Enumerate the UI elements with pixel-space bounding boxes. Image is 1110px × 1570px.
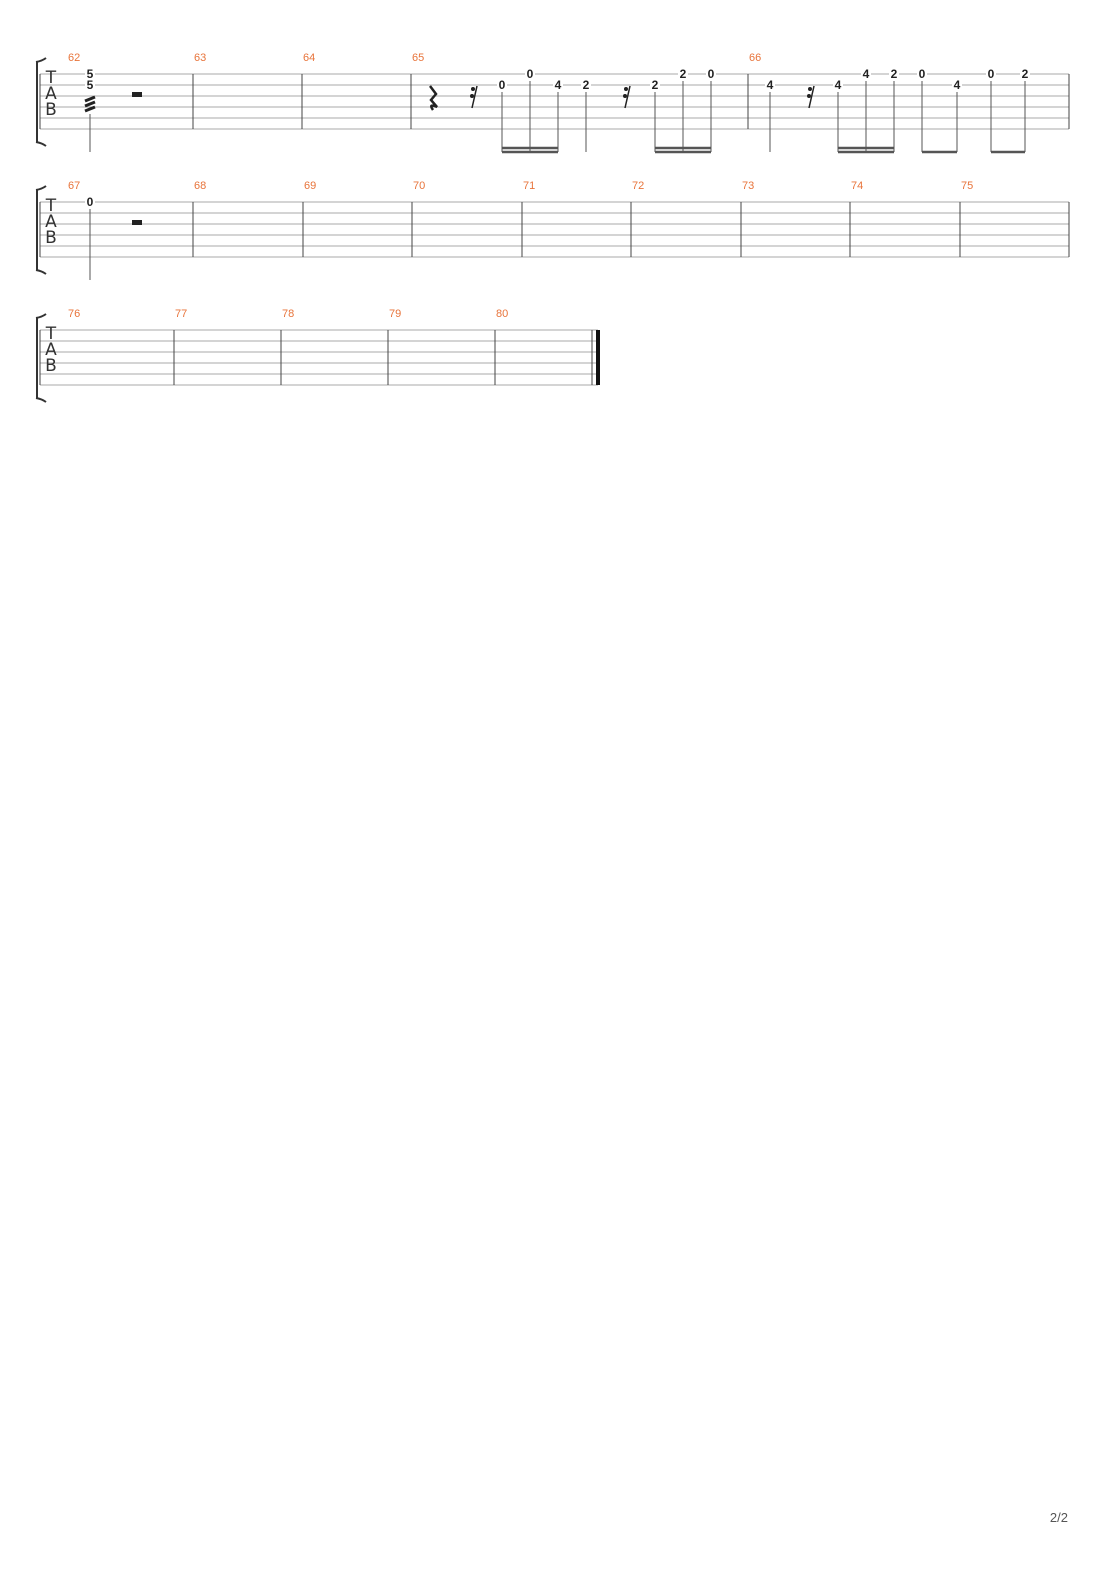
half-rest-icon	[132, 92, 142, 97]
sixteenth-rest-dot	[470, 94, 474, 98]
fret-mask	[85, 68, 95, 79]
fret-number: 2	[891, 67, 898, 81]
bracket-top-hook	[35, 57, 47, 63]
bracket-bottom-hook	[35, 269, 47, 275]
fret-mask	[85, 196, 95, 207]
measure-number: 64	[303, 52, 315, 64]
fret-number: 0	[87, 195, 94, 209]
fret-mask	[861, 68, 871, 79]
fret-mask	[581, 79, 591, 90]
quarter-rest-icon	[429, 85, 438, 111]
measure-number: 65	[412, 52, 424, 64]
fret-mask	[706, 68, 716, 79]
sixteenth-rest-stem	[624, 85, 631, 109]
fret-number: 5	[87, 78, 94, 92]
bracket-bottom-hook	[35, 397, 47, 403]
measure-number: 74	[851, 180, 863, 192]
sixteenth-rest-dot	[807, 94, 811, 98]
sixteenth-rest-dot	[624, 87, 628, 91]
tab-clef-letter: A	[45, 212, 57, 232]
fret-number: 2	[1022, 67, 1029, 81]
sixteenth-rest-dot	[471, 87, 475, 91]
tab-clef-letter: A	[45, 84, 57, 104]
bracket-bottom-hook	[35, 141, 47, 147]
half-rest-icon	[132, 220, 142, 225]
fret-mask	[650, 79, 660, 90]
measure-number: 71	[523, 180, 535, 192]
fret-number: 2	[583, 78, 590, 92]
fret-number: 0	[988, 67, 995, 81]
fret-mask	[525, 68, 535, 79]
measure-number: 63	[194, 52, 206, 64]
fret-number: 2	[652, 78, 659, 92]
fret-mask	[833, 79, 843, 90]
measure-number: 79	[389, 308, 401, 320]
fret-number: 4	[835, 78, 842, 92]
tremolo-stroke	[84, 95, 96, 103]
measure-number: 78	[282, 308, 294, 320]
fret-number: 4	[555, 78, 562, 92]
tab-clef-letter: B	[45, 356, 57, 376]
measure-number: 67	[68, 180, 80, 192]
sixteenth-rest-stem	[471, 85, 478, 109]
tab-clef-letter: T	[45, 196, 57, 216]
tab-clef-letter: B	[45, 228, 57, 248]
tremolo-stroke	[84, 105, 96, 113]
sixteenth-rest-dot	[623, 94, 627, 98]
measure-number: 73	[742, 180, 754, 192]
fret-number: 4	[954, 78, 961, 92]
staff-system: TAB 67 0 68 69 70 71 72 73 74 75	[35, 180, 1070, 280]
tab-clef-letter: T	[45, 68, 57, 88]
fret-mask	[1020, 68, 1030, 79]
sixteenth-rest-dot	[808, 87, 812, 91]
fret-mask	[889, 68, 899, 79]
sixteenth-rest-stem	[808, 85, 815, 109]
measure-number: 70	[413, 180, 425, 192]
fret-mask	[497, 79, 507, 90]
fret-mask	[553, 79, 563, 90]
tab-clef-letter: B	[45, 100, 57, 120]
fret-mask	[85, 79, 95, 90]
fret-mask	[952, 79, 962, 90]
staff-system: TAB 76 77 78 79 80	[35, 308, 600, 403]
measure-number: 80	[496, 308, 508, 320]
fret-number: 4	[767, 78, 774, 92]
measure-number: 66	[749, 52, 761, 64]
tab-clef-letter: T	[45, 324, 57, 344]
fret-number: 5	[87, 67, 94, 81]
measure-number: 68	[194, 180, 206, 192]
fret-mask	[917, 68, 927, 79]
fret-mask	[765, 79, 775, 90]
bracket-top-hook	[35, 185, 47, 191]
measure-number: 62	[68, 52, 80, 64]
measure-number: 72	[632, 180, 644, 192]
measure-number: 76	[68, 308, 80, 320]
fret-mask	[678, 68, 688, 79]
fret-number: 0	[919, 67, 926, 81]
fret-number: 2	[680, 67, 687, 81]
fret-number: 0	[499, 78, 506, 92]
fret-mask	[986, 68, 996, 79]
page-number: 2/2	[1049, 1510, 1068, 1525]
fret-number: 0	[527, 67, 534, 81]
fret-number: 4	[863, 67, 870, 81]
fret-number: 0	[708, 67, 715, 81]
tab-clef-letter: A	[45, 340, 57, 360]
bracket-top-hook	[35, 313, 47, 319]
staff-system: TAB 62 55 63 64 65 0 0 4 2 2 2 0 66 4 4 4 2 0 4 0 2	[35, 52, 1070, 154]
measure-number: 75	[961, 180, 973, 192]
measure-number: 69	[304, 180, 316, 192]
tremolo-stroke	[84, 100, 96, 108]
measure-number: 77	[175, 308, 187, 320]
